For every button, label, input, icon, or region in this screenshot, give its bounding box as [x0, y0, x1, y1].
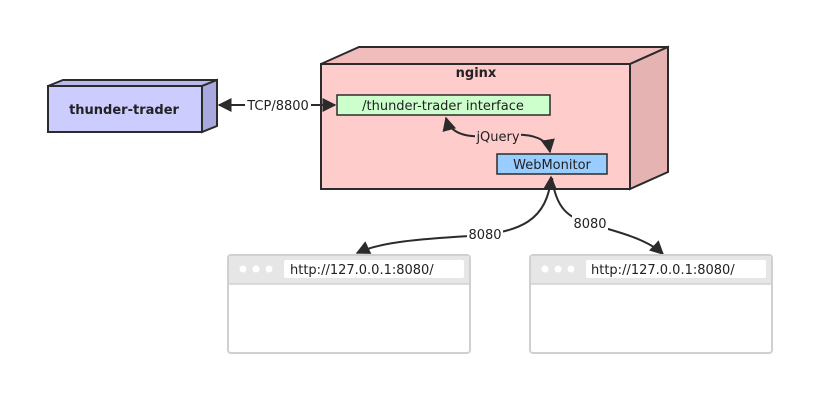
address-bar[interactable] [284, 260, 464, 278]
webmonitor-node: WebMonitor [496, 153, 608, 175]
edge-right-label: 8080 [573, 217, 606, 232]
edge-tcp-label: TCP/8800 [246, 99, 309, 114]
thunder-trader-node: thunder-trader [47, 78, 218, 134]
window-dot-icon [567, 265, 575, 273]
interface-node: /thunder-trader interface [336, 94, 551, 116]
edge-jquery-label: jQuery [475, 130, 519, 145]
edge-left-label: 8080 [468, 228, 501, 243]
window-dot-icon [265, 265, 273, 273]
nginx-label: nginx [456, 66, 497, 81]
webmonitor-label: WebMonitor [513, 158, 591, 173]
nginx-node: nginx [320, 45, 669, 191]
address-bar-url: http://127.0.0.1:8080/ [290, 263, 434, 278]
interface-label: /thunder-trader interface [362, 99, 524, 114]
browser-window-right: http://127.0.0.1:8080/ [529, 254, 773, 354]
window-dot-icon [239, 265, 247, 273]
address-bar-url: http://127.0.0.1:8080/ [591, 263, 735, 278]
browser-window-left: http://127.0.0.1:8080/ [227, 254, 471, 354]
window-dot-icon [252, 265, 260, 273]
thunder-trader-label: thunder-trader [69, 103, 179, 118]
edge-left-browser: 8080 [355, 175, 558, 254]
window-dot-icon [541, 265, 549, 273]
edge-right-browser: 8080 [551, 177, 665, 255]
edge-tcp: TCP/8800 [217, 97, 337, 114]
address-bar[interactable] [586, 260, 766, 278]
edge-jquery: jQuery [442, 116, 555, 154]
window-dot-icon [554, 265, 562, 273]
